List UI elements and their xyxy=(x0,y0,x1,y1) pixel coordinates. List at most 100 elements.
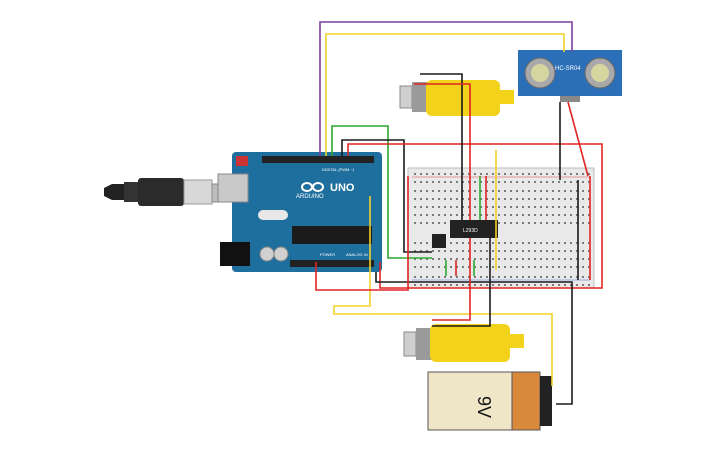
motor-bottom[interactable] xyxy=(403,324,524,362)
battery-label: 9V xyxy=(474,396,494,418)
breadboard-hole xyxy=(474,206,476,208)
breadboard-hole xyxy=(516,206,518,208)
breadboard-hole xyxy=(426,242,428,244)
breadboard-hole xyxy=(546,222,548,224)
breadboard-hole xyxy=(528,250,530,252)
breadboard-hole xyxy=(576,173,578,175)
breadboard-hole xyxy=(426,266,428,268)
breadboard-hole xyxy=(462,258,464,260)
breadboard-hole xyxy=(588,284,590,286)
breadboard-hole xyxy=(486,214,488,216)
breadboard-hole xyxy=(432,266,434,268)
breadboard-hole xyxy=(456,266,458,268)
breadboard-hole xyxy=(456,284,458,286)
breadboard-hole xyxy=(522,206,524,208)
breadboard-hole xyxy=(420,250,422,252)
breadboard-hole xyxy=(426,173,428,175)
breadboard-hole xyxy=(474,284,476,286)
breadboard-hole xyxy=(558,258,560,260)
breadboard-hole xyxy=(552,222,554,224)
breadboard-hole xyxy=(576,266,578,268)
breadboard-hole xyxy=(504,214,506,216)
breadboard-hole xyxy=(582,181,584,183)
wire-red xyxy=(432,238,471,321)
wire-red xyxy=(414,83,471,220)
breadboard-hole xyxy=(492,206,494,208)
breadboard-hole xyxy=(582,198,584,200)
breadboard-hole xyxy=(432,206,434,208)
breadboard-hole xyxy=(582,284,584,286)
breadboard-hole xyxy=(528,258,530,260)
breadboard-hole xyxy=(552,206,554,208)
wire-yellow xyxy=(333,196,553,386)
breadboard-hole xyxy=(492,250,494,252)
breadboard-hole xyxy=(528,222,530,224)
breadboard-hole xyxy=(576,284,578,286)
analog-header[interactable] xyxy=(290,260,374,267)
breadboard-hole xyxy=(552,214,554,216)
breadboard-hole xyxy=(426,222,428,224)
breadboard-hole xyxy=(522,181,524,183)
breadboard-hole xyxy=(468,206,470,208)
atmega-chip xyxy=(292,226,372,244)
breadboard-hole xyxy=(576,181,578,183)
breadboard-hole xyxy=(510,198,512,200)
breadboard-hole xyxy=(444,214,446,216)
breadboard-hole xyxy=(582,190,584,192)
breadboard-hole xyxy=(510,242,512,244)
breadboard-hole xyxy=(432,214,434,216)
breadboard-hole xyxy=(486,206,488,208)
breadboard-hole xyxy=(546,266,548,268)
breadboard-hole xyxy=(414,190,416,192)
wire-black xyxy=(432,238,491,327)
breadboard-hole xyxy=(462,190,464,192)
arduino-board[interactable]: DIGITAL (PWM ~) POWER ANALOG IN ARDUINO … xyxy=(217,152,382,272)
battery-9v[interactable]: 9V xyxy=(427,371,552,431)
breadboard-hole xyxy=(486,258,488,260)
breadboard-hole xyxy=(486,181,488,183)
digital-header[interactable] xyxy=(262,156,374,163)
sensor-mesh xyxy=(591,64,609,82)
breadboard-hole xyxy=(504,258,506,260)
breadboard-hole xyxy=(534,242,536,244)
capacitor xyxy=(259,246,275,262)
breadboard-hole xyxy=(576,214,578,216)
wire-red xyxy=(347,143,603,289)
wire-purple xyxy=(319,21,573,156)
breadboard-hole xyxy=(582,258,584,260)
ultrasonic-sensor[interactable]: HC-SR04 xyxy=(518,50,622,102)
breadboard[interactable] xyxy=(407,167,595,289)
breadboard-hole xyxy=(480,173,482,175)
reset-button[interactable] xyxy=(236,156,248,166)
breadboard-hole xyxy=(510,284,512,286)
breadboard-hole xyxy=(510,206,512,208)
sensor-pins[interactable] xyxy=(560,96,580,102)
breadboard-hole xyxy=(438,222,440,224)
breadboard-hole xyxy=(516,258,518,260)
breadboard-hole xyxy=(480,206,482,208)
breadboard-hole xyxy=(564,190,566,192)
motor-driver-chip[interactable]: L293D xyxy=(450,220,498,238)
push-button[interactable] xyxy=(432,234,446,248)
breadboard-hole xyxy=(558,206,560,208)
breadboard-hole xyxy=(588,214,590,216)
breadboard-hole xyxy=(498,173,500,175)
breadboard-hole xyxy=(420,214,422,216)
breadboard-hole xyxy=(426,250,428,252)
breadboard-hole xyxy=(510,222,512,224)
breadboard-hole xyxy=(570,206,572,208)
breadboard-hole xyxy=(552,284,554,286)
breadboard-hole xyxy=(522,276,524,278)
breadboard-hole xyxy=(564,181,566,183)
breadboard-hole xyxy=(456,242,458,244)
breadboard-hole xyxy=(450,250,452,252)
breadboard-hole xyxy=(438,198,440,200)
breadboard-hole xyxy=(426,206,428,208)
crystal xyxy=(258,210,288,220)
breadboard-hole xyxy=(450,214,452,216)
breadboard-hole xyxy=(438,181,440,183)
breadboard-hole xyxy=(558,284,560,286)
breadboard-hole xyxy=(444,250,446,252)
motor-top[interactable] xyxy=(399,80,514,116)
